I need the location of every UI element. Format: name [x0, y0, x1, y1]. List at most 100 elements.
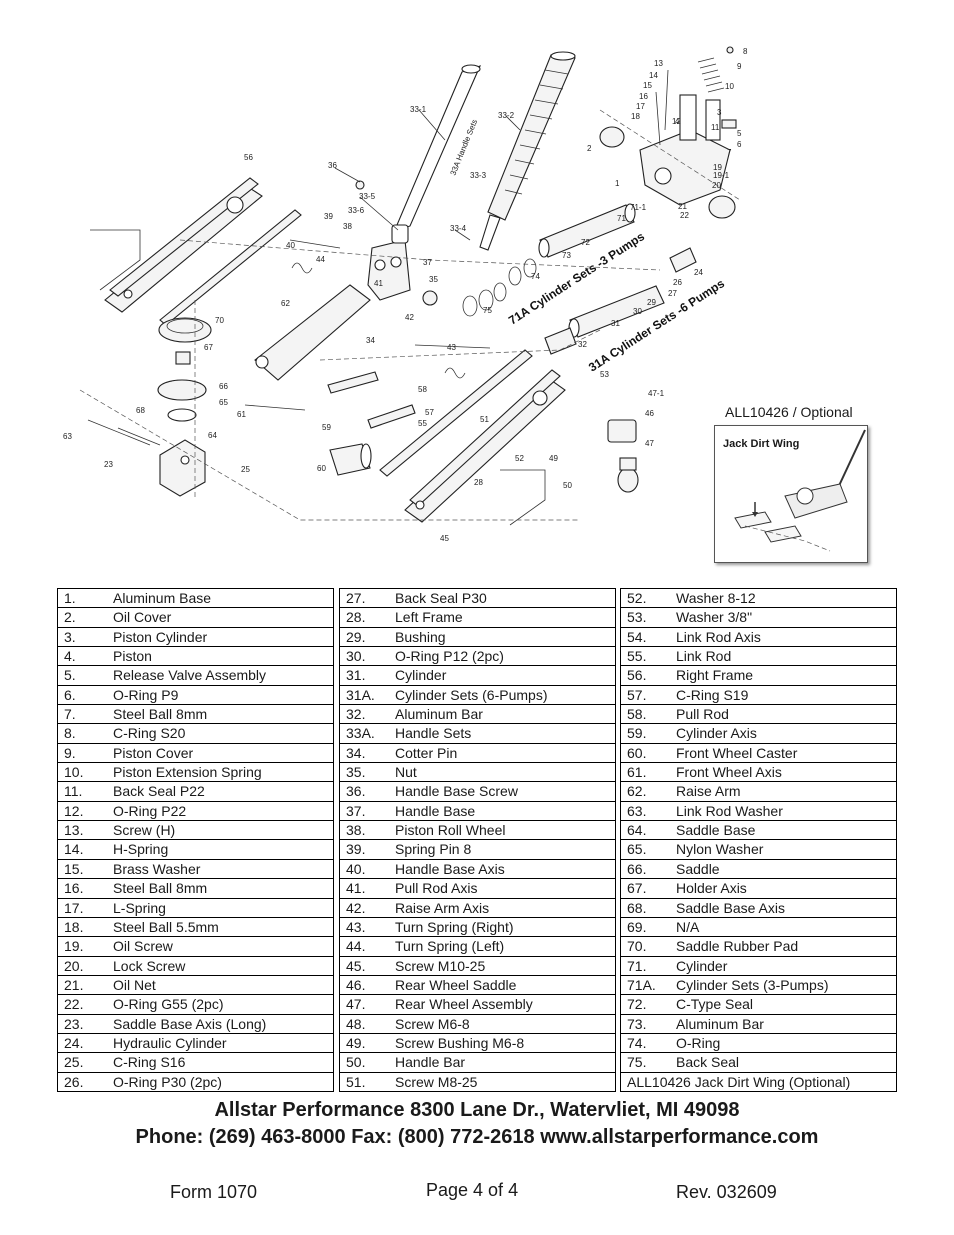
handle-base-screw-36 — [355, 180, 365, 190]
part-number: 66. — [627, 860, 647, 877]
part-name: Hydraulic Cylinder — [113, 1034, 227, 1051]
part-name: Release Valve Assembly — [113, 667, 267, 684]
part-number: 50. — [346, 1054, 366, 1071]
callout-60: 60 — [317, 464, 326, 473]
part-number: 21. — [64, 976, 84, 993]
callout-16: 16 — [639, 92, 648, 101]
parts-row: 51.Screw M8-25 — [340, 1073, 615, 1092]
handle-end-33-4 — [479, 214, 501, 251]
part-name: C-Ring S20 — [113, 725, 186, 742]
callout-52: 52 — [515, 454, 524, 463]
parts-row: 33A.Handle Sets — [340, 724, 615, 744]
part-name: C-Ring S16 — [113, 1054, 186, 1071]
part-name: Bushing — [395, 628, 446, 645]
parts-row: 53. Washer 3/8" — [621, 608, 896, 628]
callout-64: 64 — [208, 431, 217, 440]
callout-43: 43 — [447, 343, 456, 352]
callout-17: 17 — [636, 102, 645, 111]
callout-71: 71 — [617, 214, 626, 223]
company-contact: Phone: (269) 463-8000 Fax: (800) 772-261… — [135, 1126, 819, 1148]
part-name: Washer 3/8" — [676, 609, 753, 626]
parts-row: 37.Handle Base — [340, 802, 615, 822]
part-name: Saddle — [676, 860, 720, 877]
revision: Rev. 032609 — [676, 1182, 777, 1202]
parts-row: 48.Screw M6-8 — [340, 1015, 615, 1034]
callout-75: 75 — [483, 306, 492, 315]
part-number: 53. — [627, 609, 647, 626]
part-name: Washer 8-12 — [676, 590, 756, 606]
parts-row: 27.Back Seal P30 — [340, 589, 615, 609]
part-name: Piston Roll Wheel — [395, 822, 506, 839]
part-name: C-Ring S19 — [676, 686, 749, 703]
part-number: 69. — [627, 918, 647, 935]
callout-12: 12 — [672, 117, 681, 126]
aluminum-base-1 — [639, 94, 731, 206]
parts-row: 11.Back Seal P22 — [58, 782, 333, 802]
parts-row: 62.Raise Arm — [621, 782, 896, 802]
part-name: Raise Arm Axis — [395, 899, 490, 916]
part-name: Oil Screw — [113, 938, 173, 955]
part-name: Piston Cover — [113, 744, 194, 761]
parts-row: 19.Oil Screw — [58, 937, 333, 957]
part-name: Aluminum Bar — [676, 1015, 764, 1032]
callout-33-3: 33-3 — [470, 171, 487, 180]
callout-4: 4 — [675, 117, 680, 126]
callout-67: 67 — [204, 343, 213, 352]
part-name: Cylinder Sets (3-Pumps) — [676, 976, 829, 993]
company-address: Allstar Performance 8300 Lane Dr., Water… — [214, 1099, 740, 1121]
part-number: 73. — [627, 1015, 647, 1032]
parts-row: 23.Saddle Base Axis (Long) — [58, 1015, 333, 1034]
part-name: Back Seal P30 — [395, 590, 487, 606]
part-name: Aluminum Base — [113, 590, 212, 606]
part-number: 13. — [64, 822, 84, 839]
callout-33-4: 33-4 — [450, 224, 467, 233]
part-number: 61. — [627, 764, 647, 781]
part-name: Handle Base — [395, 802, 476, 819]
callout-42: 42 — [405, 313, 414, 322]
parts-row: 47.Rear Wheel Assembly — [340, 995, 615, 1015]
callout-23: 23 — [104, 460, 113, 469]
callout-65: 65 — [219, 398, 228, 407]
part-name: Steel Ball 8mm — [113, 706, 208, 723]
handle-grip-33-2 — [487, 51, 576, 221]
callout-56: 56 — [244, 153, 253, 162]
part-number: 51. — [346, 1073, 366, 1090]
callout-62: 62 — [281, 299, 290, 308]
parts-row: 56.Right Frame — [621, 666, 896, 686]
callout-70: 70 — [215, 316, 224, 325]
part-number: 33A. — [346, 725, 375, 742]
part-name: O-Ring P22 — [113, 802, 187, 819]
axes — [87, 239, 491, 446]
jack-dirt-wing-illustration — [734, 429, 866, 552]
parts-row: 52. Washer 8-12 — [621, 589, 896, 609]
parts-row: 7.Steel Ball 8mm — [58, 705, 333, 725]
hydraulic-cylinder-24 — [669, 247, 697, 273]
saddle-base-64 — [159, 439, 206, 497]
part-name: Steel Ball 5.5mm — [113, 918, 219, 935]
parts-row: 74.O-Ring — [621, 1034, 896, 1054]
callout-28: 28 — [474, 478, 483, 487]
parts-row: 67.Holder Axis — [621, 879, 896, 899]
parts-row: 73. Aluminum Bar — [621, 1015, 896, 1034]
callout-1: 1 — [615, 179, 620, 188]
part-number: 31A. — [346, 686, 375, 703]
callout-59: 59 — [322, 423, 331, 432]
nut-35 — [422, 290, 438, 306]
parts-row: 31.Cylinder — [340, 666, 615, 686]
part-number: 20. — [64, 957, 84, 974]
callout-33-5: 33-5 — [359, 192, 376, 201]
callout-25: 25 — [241, 465, 250, 474]
part-name: Link Rod Axis — [676, 628, 761, 645]
callout-30: 30 — [633, 307, 642, 316]
callout-10: 10 — [725, 82, 734, 91]
part-name: L-Spring — [113, 899, 166, 916]
callout-46: 46 — [645, 409, 654, 418]
part-number: 16. — [64, 880, 84, 897]
part-name: Handle Base Screw — [395, 783, 518, 800]
part-number: 71A. — [627, 976, 656, 993]
part-number: 52. — [627, 590, 647, 606]
part-number: 38. — [346, 822, 366, 839]
part-name: Aluminum Bar — [395, 706, 483, 723]
parts-row: 68.Saddle Base Axis — [621, 899, 896, 918]
